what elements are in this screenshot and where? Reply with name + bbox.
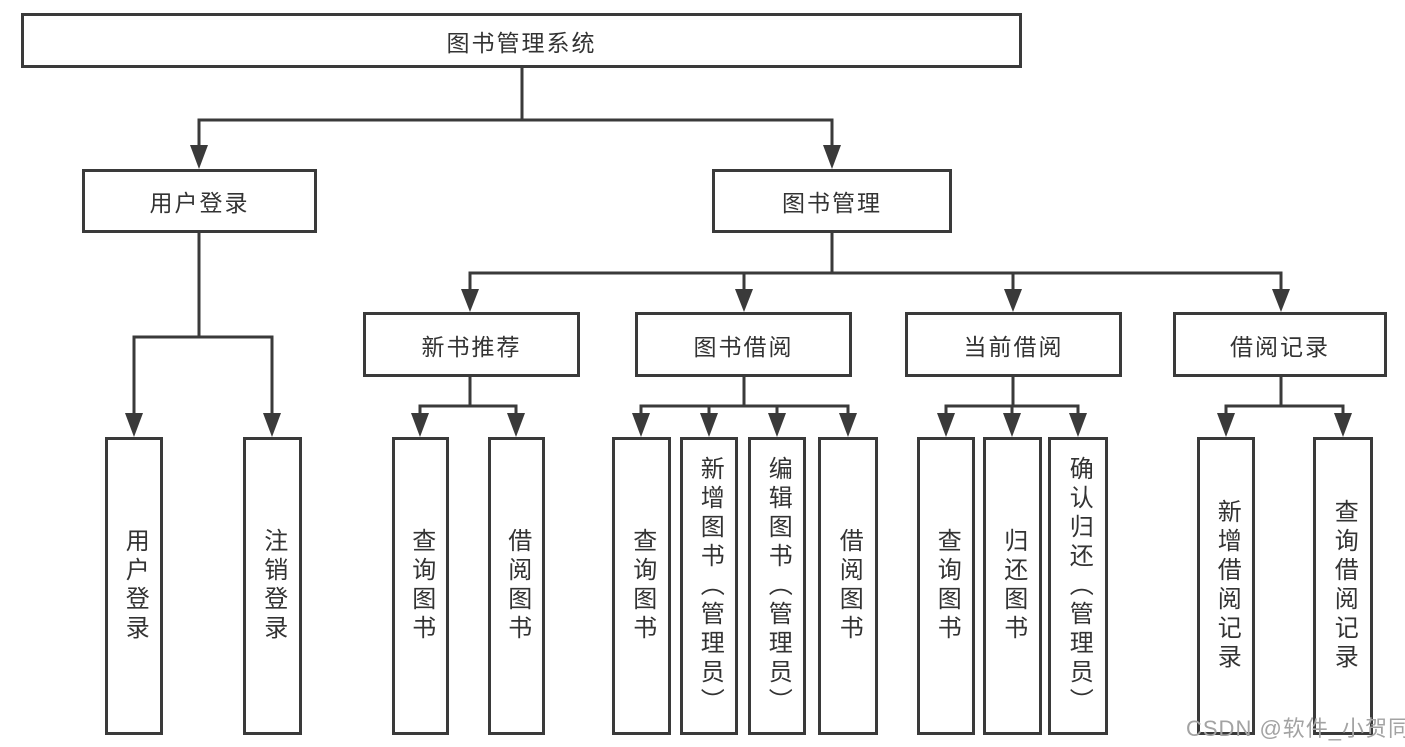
leaf-query-borrow-record-label: 查询借阅记录 bbox=[1330, 499, 1358, 673]
arrow-head bbox=[1003, 413, 1021, 437]
arrow-down-icon bbox=[839, 406, 857, 437]
node-new-book-recommend-label: 新书推荐 bbox=[421, 333, 522, 360]
arrow-down-icon bbox=[411, 406, 429, 437]
node-new-book-recommend: 新书推荐 bbox=[363, 312, 580, 377]
leaf-add-book-admin: 新增图书（管理员） bbox=[680, 437, 738, 735]
node-user-login-label: 用户登录 bbox=[149, 190, 250, 216]
arrow-down-icon bbox=[1272, 273, 1290, 312]
node-book-management: 图书管理 bbox=[712, 169, 952, 233]
arrow-head bbox=[735, 289, 753, 312]
arrow-head bbox=[1272, 289, 1290, 312]
leaf-edit-book-admin: 编辑图书（管理员） bbox=[748, 437, 806, 735]
leaf-user-login: 用户登录 bbox=[105, 437, 163, 735]
arrow-down-icon bbox=[735, 273, 753, 312]
leaf-add-borrow-record-label: 新增借阅记录 bbox=[1213, 499, 1241, 673]
leaf-add-borrow-record: 新增借阅记录 bbox=[1197, 437, 1255, 735]
node-book-management-label: 图书管理 bbox=[782, 190, 882, 216]
csdn-watermark: CSDN @软件_小贺同学 bbox=[1186, 716, 1405, 741]
arrow-down-icon bbox=[1069, 406, 1087, 437]
leaf-return-book: 归还图书 bbox=[983, 437, 1042, 735]
arrow-head bbox=[125, 413, 143, 437]
arrow-down-icon bbox=[1003, 406, 1021, 437]
arrow-head bbox=[632, 413, 650, 437]
node-root: 图书管理系统 bbox=[21, 13, 1022, 68]
leaf-return-book-label: 归还图书 bbox=[999, 528, 1027, 644]
leaf-logout: 注销登录 bbox=[243, 437, 302, 735]
leaf-user-login-label: 用户登录 bbox=[121, 528, 149, 644]
arrow-head bbox=[411, 413, 429, 437]
arrow-down-icon bbox=[700, 406, 718, 437]
leaf-query-book-b: 查询图书 bbox=[612, 437, 671, 735]
arrow-head bbox=[263, 413, 281, 437]
arrow-down-icon bbox=[632, 406, 650, 437]
leaf-borrow-book-a: 借阅图书 bbox=[488, 437, 545, 735]
arrow-down-icon bbox=[263, 337, 281, 437]
arrow-head bbox=[700, 413, 718, 437]
leaf-query-borrow-record: 查询借阅记录 bbox=[1313, 437, 1373, 735]
leaf-query-book-b-label: 查询图书 bbox=[628, 528, 656, 644]
leaf-logout-label: 注销登录 bbox=[259, 528, 287, 644]
leaf-add-book-admin-label: 新增图书（管理员） bbox=[696, 455, 724, 717]
arrow-down-icon bbox=[1334, 406, 1352, 437]
node-book-borrow-label: 图书借阅 bbox=[693, 333, 794, 360]
arrow-head bbox=[507, 413, 525, 437]
arrow-down-icon bbox=[1004, 273, 1022, 312]
node-borrow-record-label: 借阅记录 bbox=[1230, 333, 1330, 360]
node-borrow-record: 借阅记录 bbox=[1173, 312, 1387, 377]
arrow-head bbox=[1334, 413, 1352, 437]
leaf-confirm-return-admin-label: 确认归还（管理员） bbox=[1065, 455, 1093, 717]
leaf-borrow-book-a-label: 借阅图书 bbox=[503, 528, 531, 644]
arrow-head bbox=[1217, 413, 1235, 437]
arrow-down-icon bbox=[507, 406, 525, 437]
node-current-borrow: 当前借阅 bbox=[905, 312, 1122, 377]
leaf-edit-book-admin-label: 编辑图书（管理员） bbox=[764, 455, 792, 717]
leaf-query-book-c-label: 查询图书 bbox=[933, 528, 961, 644]
arrow-head bbox=[1004, 289, 1022, 312]
leaf-query-book-a-label: 查询图书 bbox=[407, 528, 435, 644]
arrow-head bbox=[937, 413, 955, 437]
node-book-borrow: 图书借阅 bbox=[635, 312, 852, 377]
node-current-borrow-label: 当前借阅 bbox=[963, 333, 1064, 360]
leaf-query-book-a: 查询图书 bbox=[392, 437, 449, 735]
arrow-head bbox=[461, 289, 479, 312]
leaf-borrow-book-b: 借阅图书 bbox=[818, 437, 878, 735]
leaf-borrow-book-b-label: 借阅图书 bbox=[835, 528, 863, 644]
arrow-down-icon bbox=[190, 120, 208, 169]
node-user-login: 用户登录 bbox=[82, 169, 317, 233]
node-root-label: 图书管理系统 bbox=[446, 29, 597, 56]
arrow-down-icon bbox=[125, 337, 143, 437]
leaf-confirm-return-admin: 确认归还（管理员） bbox=[1048, 437, 1108, 735]
arrow-head bbox=[190, 145, 208, 169]
arrow-down-icon bbox=[1217, 406, 1235, 437]
leaf-query-book-c: 查询图书 bbox=[917, 437, 975, 735]
arrow-down-icon bbox=[937, 406, 955, 437]
arrow-head bbox=[1069, 413, 1087, 437]
arrow-down-icon bbox=[823, 120, 841, 169]
arrow-head bbox=[839, 413, 857, 437]
arrow-head bbox=[768, 413, 786, 437]
arrow-down-icon bbox=[768, 406, 786, 437]
arrow-down-icon bbox=[461, 273, 479, 312]
arrow-head bbox=[823, 145, 841, 169]
